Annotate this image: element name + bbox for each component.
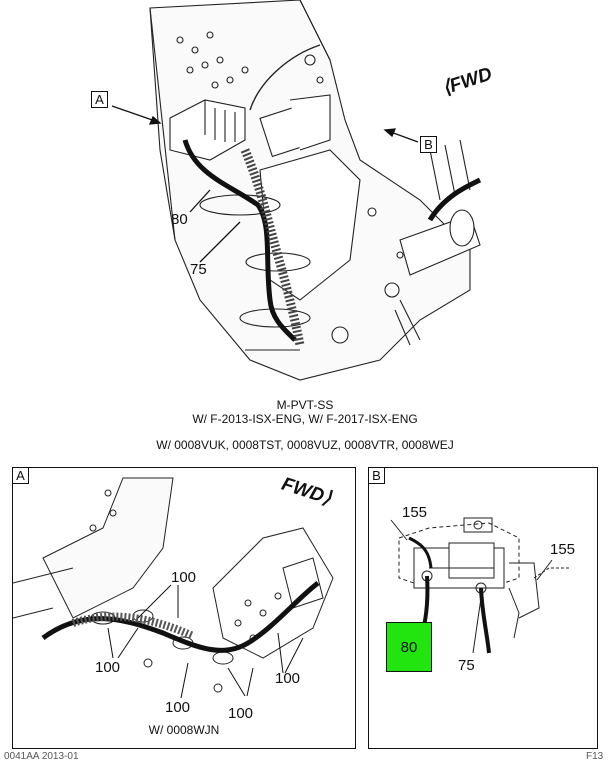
- detail-a-tag: A: [12, 467, 29, 484]
- detail-b-label-75: 75: [458, 657, 475, 674]
- detail-b-label-155-right: 155: [550, 541, 576, 558]
- detail-b-tag: B: [368, 467, 385, 484]
- detail-b-panel: B 155 155 80 75: [368, 467, 598, 749]
- footer-code: 0041AA 2013-01: [4, 751, 79, 762]
- footer-page: F13: [586, 751, 604, 762]
- detail-a-label-100-left: 100: [95, 659, 121, 676]
- caption-model: M-PVT-SS: [276, 398, 334, 412]
- caption-engine: W/ F-2013-ISX-ENG, W/ F-2017-ISX-ENG: [192, 412, 418, 426]
- detail-a-illustration: [13, 477, 334, 699]
- part-label-80: 80: [171, 211, 188, 228]
- caption-options: W/ 0008VUK, 0008TST, 0008VUZ, 0008VTR, 0…: [156, 438, 454, 452]
- detail-a-panel: A FWD⟩ 100 100 100 100 100 W/ 0008WJN: [12, 467, 356, 749]
- callout-a-tag: A: [91, 91, 108, 108]
- callout-b-tag: B: [420, 136, 437, 153]
- detail-a-label-100-mid: 100: [165, 699, 191, 716]
- detail-a-label-100-right: 100: [275, 670, 301, 687]
- detail-a-caption: W/ 0008WJN: [148, 723, 220, 737]
- main-illustration: [111, 0, 482, 381]
- detail-a-label-100-bottom: 100: [228, 705, 254, 722]
- detail-a-label-100-top: 100: [171, 569, 197, 586]
- part-80-highlight[interactable]: 80: [386, 622, 432, 672]
- part-label-75: 75: [190, 261, 207, 278]
- detail-b-label-155-left: 155: [402, 504, 428, 521]
